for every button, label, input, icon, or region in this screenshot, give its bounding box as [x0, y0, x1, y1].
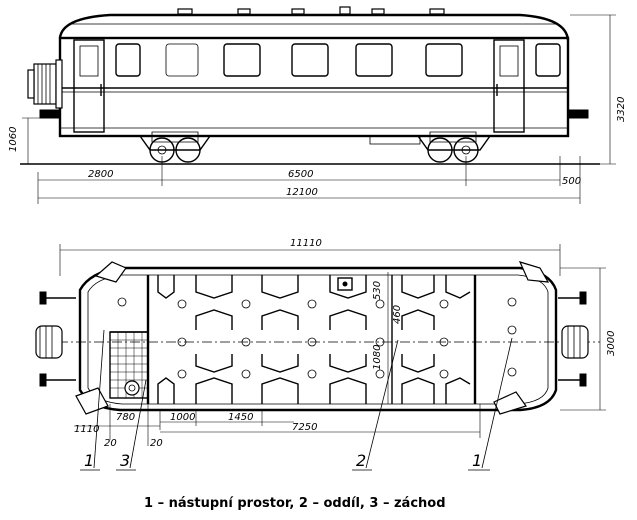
- roof-vents: [177, 6, 445, 15]
- dim-1060: 1060: [8, 127, 19, 152]
- dim-1110: 1110: [74, 424, 99, 435]
- dim-1080: 1080: [372, 345, 383, 370]
- roof: [58, 13, 570, 41]
- side-dimension-lines: [22, 14, 616, 204]
- plan-buffers: [35, 291, 589, 387]
- seats: [157, 275, 471, 404]
- dim-11110: 11110: [290, 238, 322, 249]
- toilet: [109, 331, 149, 399]
- floor-markers: [117, 277, 517, 379]
- dim-460: 460: [392, 305, 403, 324]
- dim-500: 500: [562, 176, 581, 187]
- dim-20-b: 20: [150, 438, 163, 449]
- dim-7250: 7250: [292, 422, 317, 433]
- callout-1-right: 1: [472, 451, 482, 470]
- door-left: [73, 39, 105, 133]
- dim-20-a: 20: [104, 438, 117, 449]
- dim-530: 530: [372, 281, 383, 300]
- plan-view: 1 1110: [35, 238, 617, 471]
- dim-3320: 3320: [616, 97, 627, 122]
- dim-3000: 3000: [606, 331, 617, 356]
- dim-1000: 1000: [170, 412, 195, 423]
- gangway-bellows-left: [27, 59, 63, 109]
- callout-1-left: 1: [84, 451, 94, 470]
- side-windows: [115, 43, 561, 77]
- dim-1450: 1450: [228, 412, 253, 423]
- side-elevation: 2800 6500 500 12100 1060 3320: [8, 6, 627, 204]
- dim-2800: 2800: [88, 169, 113, 180]
- dim-780: 780: [116, 412, 135, 423]
- callout-leaders: [80, 329, 513, 471]
- dim-6500: 6500: [288, 169, 313, 180]
- buffers: [39, 109, 589, 119]
- plan-dimension-lines: [74, 404, 481, 446]
- plan-body-outline: [78, 266, 558, 412]
- car-body: [58, 36, 570, 138]
- legend-caption: 1 – nástupní prostor, 2 – oddíl, 3 – zác…: [144, 496, 446, 511]
- door-right: [493, 39, 525, 133]
- callout-3: 3: [120, 451, 130, 470]
- entry-steps: [75, 261, 550, 415]
- dim-12100: 12100: [286, 187, 318, 198]
- callout-2: 2: [356, 451, 366, 470]
